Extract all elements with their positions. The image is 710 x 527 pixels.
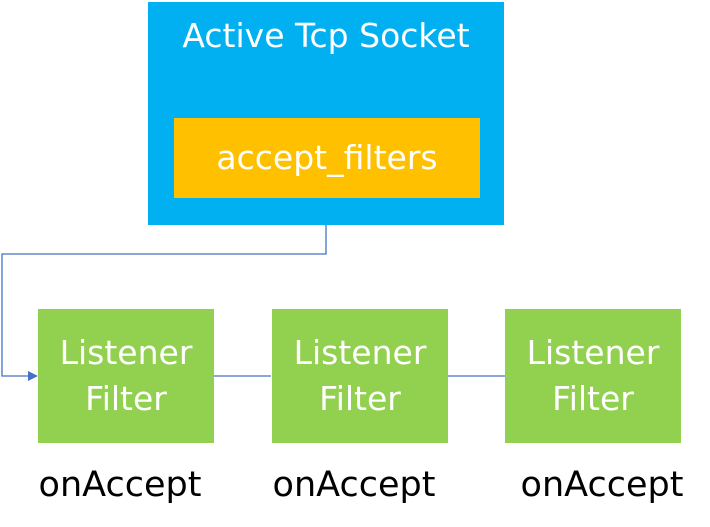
listener-filter-line1: Listener (293, 333, 427, 372)
on-accept-label-3: onAccept (520, 465, 684, 505)
listener-filter-line2: Filter (319, 379, 401, 418)
socket-title: Active Tcp Socket (182, 16, 470, 55)
active-tcp-socket-box: Active Tcp Socket accept_filters (148, 2, 504, 225)
on-accept-label-2: onAccept (272, 465, 436, 505)
on-accept-label-1: onAccept (38, 465, 202, 505)
accept-filters-to-first-listener-arrow (1, 196, 327, 381)
listener-filter-box-3: Listener Filter (505, 309, 681, 443)
listener-filter-box-1: Listener Filter (38, 309, 214, 443)
listener-filter-line1: Listener (59, 333, 193, 372)
accept-filters-box: accept_filters (174, 118, 480, 198)
listener-filter-line2: Filter (85, 379, 167, 418)
listener-filter-line2: Filter (552, 379, 634, 418)
listener-filter-line1: Listener (526, 333, 660, 372)
listener-filter-box-2: Listener Filter (272, 309, 448, 443)
